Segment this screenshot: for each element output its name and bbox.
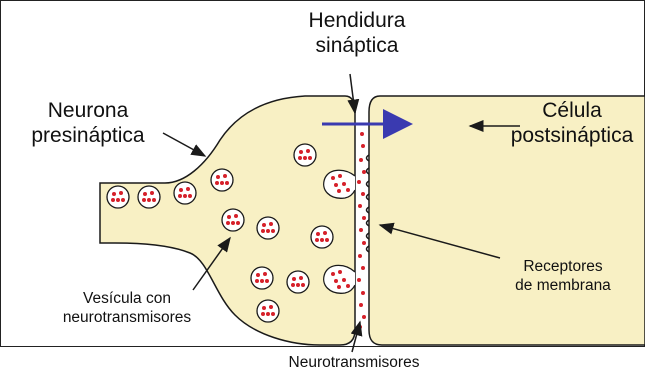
neurotransmitters-label: Neurotransmisores — [264, 354, 444, 373]
presynaptic-pointer-arrow — [163, 133, 205, 156]
synaptic-cleft-label: Hendidura sináptica — [292, 8, 422, 58]
vesicle-label-line2: neurotransmisores — [52, 309, 202, 328]
vesicle-label: Vesícula con neurotransmisores — [52, 290, 202, 327]
presynaptic-label-line1: Neurona — [18, 98, 158, 123]
vesicle-label-line1: Vesícula con — [52, 290, 202, 309]
neurotransmitters-label-text: Neurotransmisores — [264, 354, 444, 373]
cleft-neurotransmitters — [357, 132, 366, 329]
presynaptic-neuron-label: Neurona presináptica — [18, 98, 158, 148]
synaptic-cleft-label-line1: Hendidura — [292, 8, 422, 33]
postsynaptic-label-line1: Célula — [504, 98, 640, 123]
presynaptic-label-line2: presináptica — [18, 123, 158, 148]
membrane-receptors-label: Receptores de membrana — [500, 258, 626, 295]
receptors-label-line2: de membrana — [500, 277, 626, 296]
postsynaptic-label-line2: postsináptica — [504, 123, 640, 148]
receptors-label-line1: Receptores — [500, 258, 626, 277]
postsynaptic-cell-label: Célula postsináptica — [504, 98, 640, 148]
synaptic-cleft-label-line2: sináptica — [292, 33, 422, 58]
